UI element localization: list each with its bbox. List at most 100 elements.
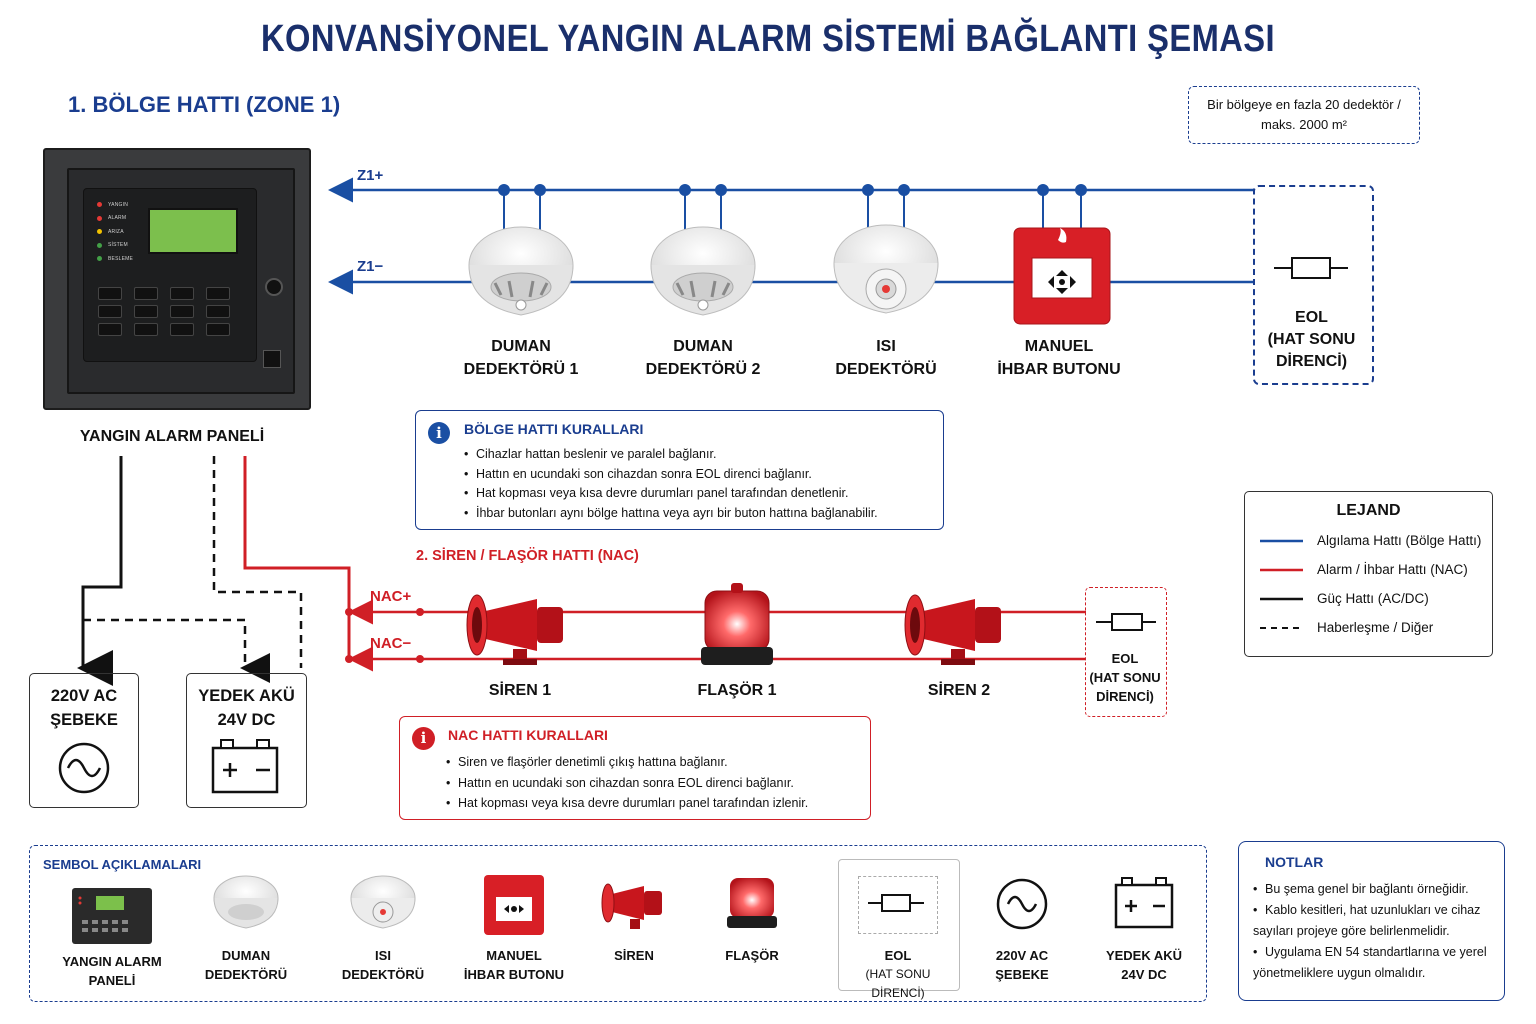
zone-capacity-note: Bir bölgeye en fazla 20 dedektör / maks.… (1188, 86, 1420, 144)
zone-heading: 1. BÖLGE HATTI (ZONE 1) (68, 92, 341, 117)
symbols-box (29, 845, 1207, 1002)
heat-detector (833, 224, 939, 314)
legend-swatches (1260, 539, 1303, 629)
legend-item-comm: Haberleşme / Diğer (1317, 620, 1434, 635)
note-item: Kablo kesitleri, hat uzunlukları ve ciha… (1253, 900, 1493, 942)
battery-power-line (83, 618, 270, 683)
info-icon: i (428, 422, 450, 444)
nac-rule-item: Hattın en ucundaki son cihazdan sonra EO… (446, 773, 808, 794)
panel-led-2: ARIZA (97, 225, 133, 239)
panel-display (148, 208, 238, 254)
zone-rule-item: Cihazlar hattan beslenir ve paralel bağl… (464, 445, 878, 465)
zone-eol-resistor (1274, 257, 1348, 279)
ac-icon (996, 878, 1048, 930)
notes-list: Bu şema genel bir bağlantı örneğidir.Kab… (1253, 879, 1493, 984)
resistor-icon (868, 894, 924, 912)
nac-plus-label: NAC+ (370, 588, 412, 605)
legend-item-nac: Alarm / İhbar Hattı (NAC) (1317, 562, 1468, 577)
siren-icon (601, 883, 662, 929)
panel-key[interactable] (98, 287, 122, 300)
panel-key[interactable] (98, 323, 122, 336)
panel-led-0: YANGIN (97, 198, 133, 212)
ac-symbol (58, 742, 110, 794)
page-title: KONVANSİYONEL YANGIN ALARM SİSTEMİ BAĞLA… (260, 18, 1276, 60)
panel-key[interactable] (170, 305, 194, 318)
mains-box (29, 673, 139, 808)
siren-1-caption: SİREN 1 (488, 682, 552, 699)
battery-box (186, 673, 307, 808)
battery-comm-line (212, 456, 303, 668)
manual-call-point-icon (484, 875, 544, 935)
zone-rules-list: Cihazlar hattan beslenir ve paralel bağl… (464, 445, 878, 523)
panel-key[interactable] (170, 287, 194, 300)
heat-detector-icon (350, 875, 416, 929)
zone-eol-box (1253, 185, 1374, 385)
nac-rules-list: Siren ve flaşörler denetimli çıkış hattı… (446, 752, 808, 814)
siren-2 (904, 594, 1001, 665)
battery-symbol (211, 739, 279, 794)
note-item: Bu şema genel bir bağlantı örneğidir. (1253, 879, 1493, 900)
symbol-caption-siren: SİREN (614, 948, 654, 963)
nac-rule-item: Hat kopması veya kısa devre durumları pa… (446, 793, 808, 814)
panel-key[interactable] (134, 305, 158, 318)
zone-rules-title: BÖLGE HATTI KURALLARI (464, 421, 644, 437)
eol-symbol-frame (838, 859, 960, 991)
legend-item-detection: Algılama Hattı (Bölge Hattı) (1317, 533, 1482, 548)
panel-key[interactable] (206, 305, 230, 318)
zone-rule-item: Hat kopması veya kısa devre durumları pa… (464, 484, 878, 504)
eol-symbol-inner (858, 876, 938, 934)
panel-icon (72, 888, 152, 944)
flasher-1 (701, 583, 773, 665)
mains-power-line (77, 456, 123, 686)
led-indicator-icon (97, 242, 102, 248)
panel-key[interactable] (134, 287, 158, 300)
panel-led-label: BESLEME (108, 255, 134, 262)
panel-led-label: ALARM (108, 215, 127, 222)
manual-call-point (1013, 227, 1111, 325)
legend-item-power: Güç Hattı (AC/DC) (1317, 591, 1429, 606)
note-item: Uygulama EN 54 standartlarına ve yerel y… (1253, 942, 1493, 984)
panel-led-label: YANGIN (108, 201, 128, 208)
flasher-1-caption: FLAŞÖR 1 (697, 682, 777, 699)
nac-feed-line (243, 456, 351, 612)
nac-rules-box: i NAC HATTI KURALLARI Siren ve flaşörler… (399, 716, 871, 820)
panel-keylock[interactable] (265, 278, 283, 296)
notes-title: NOTLAR (1265, 854, 1324, 870)
panel-key[interactable] (206, 287, 230, 300)
battery-icon (1114, 877, 1174, 929)
nac-heading: 2. SİREN / FLAŞÖR HATTI (NAC) (416, 548, 639, 564)
zone-minus-label: Z1− (357, 258, 384, 275)
panel-led-label: ARIZA (108, 228, 124, 235)
smoke-detector-1 (468, 226, 574, 316)
panel-key[interactable] (134, 323, 158, 336)
panel-key[interactable] (206, 323, 230, 336)
nac-rule-item: Siren ve flaşörler denetimli çıkış hattı… (446, 752, 808, 773)
notes-box: NOTLAR Bu şema genel bir bağlantı örneği… (1238, 841, 1505, 1001)
panel-caption: YANGIN ALARM PANELİ (79, 428, 265, 445)
siren-1 (466, 594, 563, 665)
zone-rule-item: Hattın en ucundaki son cihazdan sonra EO… (464, 465, 878, 485)
led-indicator-icon (97, 215, 102, 221)
legend-box: LEJAND Algılama Hattı (Bölge Hattı) Alar… (1244, 491, 1493, 657)
symbols-title: SEMBOL AÇIKLAMALARI (43, 857, 202, 872)
led-indicator-icon (97, 202, 102, 208)
smoke-detector-icon (213, 875, 279, 929)
nac-eol-resistor (1096, 613, 1156, 631)
panel-key[interactable] (170, 323, 194, 336)
panel-key[interactable] (98, 305, 122, 318)
alert-icon: i (412, 727, 435, 750)
siren-2-caption: SİREN 2 (927, 682, 991, 699)
zone-taps (498, 184, 1087, 235)
